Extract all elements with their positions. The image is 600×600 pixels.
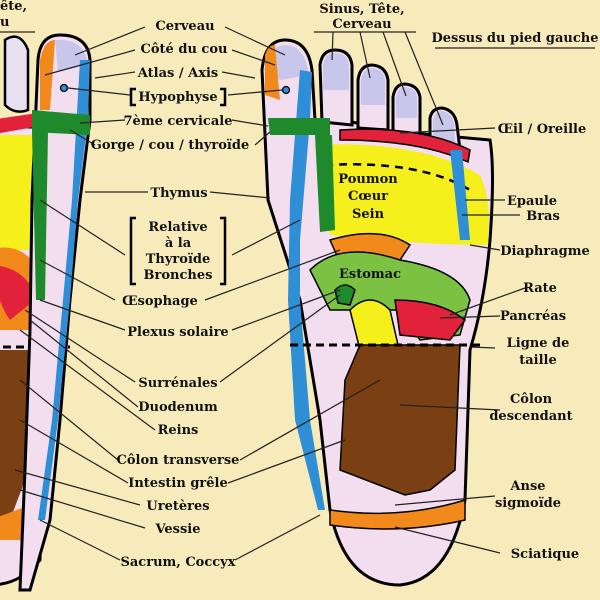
label-oesophage: Œsophage bbox=[122, 294, 198, 309]
label-partial-2: u bbox=[0, 15, 9, 30]
label-diaphragme: Diaphragme bbox=[500, 244, 590, 259]
label-relative-4: Bronches bbox=[144, 268, 213, 283]
label-rate: Rate bbox=[523, 281, 557, 296]
label-gorge: Gorge / cou / thyroïde bbox=[91, 138, 249, 153]
left-foot-big-toe bbox=[18, 33, 92, 592]
label-colon-transverse: Côlon transverse bbox=[117, 453, 240, 468]
label-ligne-2: taille bbox=[519, 353, 557, 368]
label-plexus-solaire: Plexus solaire bbox=[127, 325, 228, 340]
label-anse-2: sigmoïde bbox=[495, 496, 561, 511]
label-relative-2: à la bbox=[165, 236, 192, 251]
label-duodenum: Duodenum bbox=[138, 400, 218, 415]
hypophyse-bracket bbox=[129, 87, 227, 107]
label-intestin-grele: Intestin grêle bbox=[128, 476, 227, 491]
diagram-title: Dessus du pied gauche bbox=[431, 31, 598, 46]
label-relative-3: Thyroïde bbox=[146, 252, 211, 267]
label-reins: Reins bbox=[158, 423, 199, 438]
label-colon-2: descendant bbox=[489, 409, 572, 424]
leader-lines bbox=[0, 26, 595, 561]
label-relative-1: Relative bbox=[148, 220, 207, 235]
label-surrenales: Surrénales bbox=[138, 376, 217, 391]
label-epaule: Epaule bbox=[507, 194, 557, 209]
right-foot bbox=[260, 38, 494, 587]
right-labels: Sinus, Tête, Cerveau Dessus du pied gauc… bbox=[319, 2, 598, 562]
label-sacrum-coccyx: Sacrum, Coccyx bbox=[121, 555, 236, 570]
label-sinus-1: Sinus, Tête, bbox=[319, 2, 404, 17]
label-anse-1: Anse bbox=[509, 479, 545, 494]
label-bras: Bras bbox=[526, 209, 560, 224]
label-ligne-1: Ligne de bbox=[507, 336, 570, 351]
label-partial-1: ête, bbox=[0, 0, 27, 14]
label-hypophyse: Hypophyse bbox=[138, 90, 217, 105]
label-vessie: Vessie bbox=[154, 522, 200, 537]
label-cote-du-cou: Côté du cou bbox=[141, 42, 228, 57]
label-cerveau: Cerveau bbox=[155, 19, 214, 34]
left-labels: ête, u Cerveau Côté du cou Atlas / Axis … bbox=[0, 0, 249, 570]
label-7eme-cervicale: 7ème cervicale bbox=[124, 114, 233, 129]
label-sciatique: Sciatique bbox=[511, 547, 579, 562]
label-pancreas: Pancréas bbox=[500, 309, 566, 324]
label-sinus-2: Cerveau bbox=[332, 17, 391, 32]
label-estomac: Estomac bbox=[339, 267, 401, 282]
label-coeur: Cœur bbox=[348, 189, 388, 204]
label-thymus: Thymus bbox=[150, 186, 207, 201]
label-atlas-axis: Atlas / Axis bbox=[137, 66, 218, 81]
label-poumon: Poumon bbox=[338, 172, 398, 187]
label-sein: Sein bbox=[352, 207, 385, 222]
label-oeil-oreille: Œil / Oreille bbox=[498, 122, 587, 137]
label-ureteres: Uretères bbox=[146, 499, 209, 514]
relative-bracket bbox=[129, 216, 227, 286]
label-colon-1: Côlon bbox=[510, 392, 553, 407]
